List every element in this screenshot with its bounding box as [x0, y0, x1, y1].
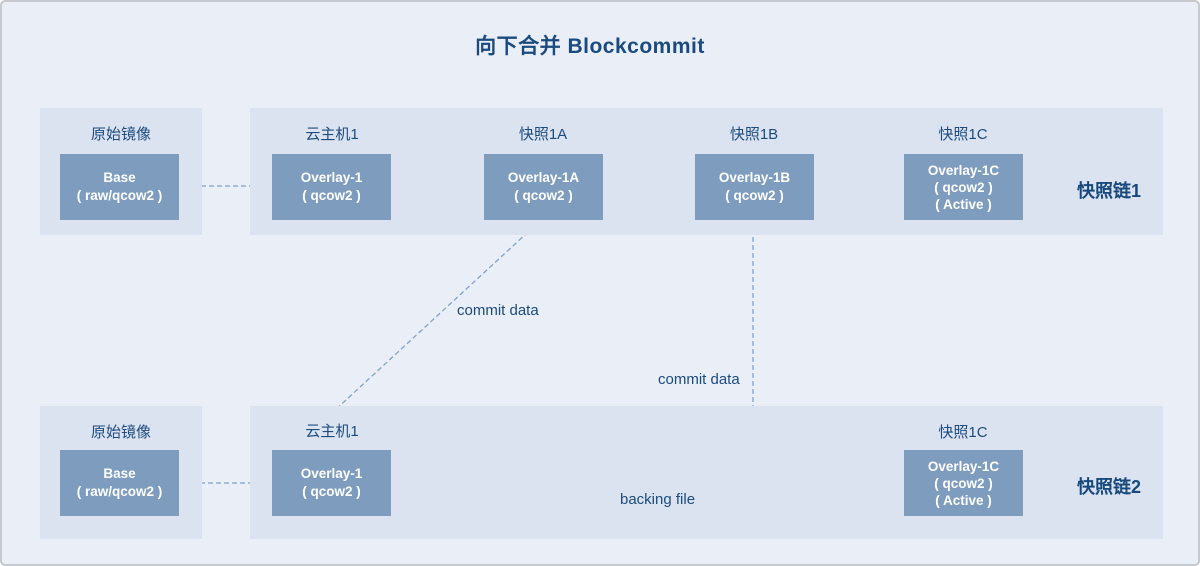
commit-data-label-b: commit data	[658, 371, 740, 388]
box-line: ( qcow2 )	[934, 179, 993, 195]
diagram-title: 向下合并 Blockcommit	[475, 35, 705, 58]
chain2-panel: 云主机1 Overlay-1 ( qcow2 ) 快照1C Overlay-1C…	[250, 406, 1163, 539]
chain2-node-1C-label: 快照1C	[938, 424, 988, 441]
chain1-node-1B-label: 快照1B	[729, 126, 779, 143]
box-line: ( qcow2 )	[934, 475, 993, 491]
box-line: Overlay-1	[300, 170, 363, 185]
chain2-base-box: Base ( raw/qcow2 )	[60, 450, 179, 516]
box-line: Base	[103, 170, 136, 185]
chain1-overlay1-box: Overlay-1 ( qcow2 )	[272, 154, 391, 220]
box-line: ( qcow2 )	[725, 188, 784, 203]
box-line: Overlay-1B	[718, 170, 791, 185]
chain1-panel: 云主机1 Overlay-1 ( qcow2 ) 快照1A Overlay-1A…	[250, 108, 1163, 235]
box-line: ( qcow2 )	[302, 188, 361, 203]
backing-file-label: backing file	[620, 491, 696, 508]
chain1-origin-panel: 原始镜像 Base ( raw/qcow2 )	[40, 108, 202, 235]
chain2-overlay1-box: Overlay-1 ( qcow2 )	[272, 450, 391, 516]
chain2-origin-panel: 原始镜像 Base ( raw/qcow2 )	[40, 406, 202, 539]
chain2-origin-label: 原始镜像	[90, 424, 151, 441]
chain1-overlay1C-box: Overlay-1C ( qcow2 ) ( Active )	[904, 154, 1023, 220]
chain2-node-host-label: 云主机1	[305, 423, 359, 440]
box-line: Overlay-1C	[927, 162, 1000, 178]
box-line: Overlay-1C	[927, 458, 1000, 474]
chain1-base-box: Base ( raw/qcow2 )	[60, 154, 179, 220]
chain1-node-1A-label: 快照1A	[518, 126, 568, 143]
chain1-node-1C-label: 快照1C	[938, 126, 988, 143]
chain1-name: 快照链1	[1076, 181, 1141, 201]
box-line: ( qcow2 )	[514, 188, 573, 203]
commit-data-label-a: commit data	[457, 302, 539, 319]
box-line: ( raw/qcow2 )	[76, 484, 163, 499]
chain2-name: 快照链2	[1076, 477, 1141, 497]
box-line: Overlay-1	[300, 466, 363, 481]
chain2-overlay1C-box: Overlay-1C ( qcow2 ) ( Active )	[904, 450, 1023, 516]
box-line: Overlay-1A	[507, 170, 580, 185]
box-line: ( raw/qcow2 )	[76, 188, 163, 203]
chain1-origin-label: 原始镜像	[90, 126, 151, 143]
box-line: ( Active )	[935, 492, 992, 508]
chain1-overlay1B-box: Overlay-1B ( qcow2 )	[695, 154, 814, 220]
chain1-overlay1A-box: Overlay-1A ( qcow2 )	[484, 154, 603, 220]
box-line: ( qcow2 )	[302, 484, 361, 499]
box-line: Base	[103, 466, 136, 481]
box-line: ( Active )	[935, 196, 992, 212]
chain1-node-host-label: 云主机1	[305, 126, 359, 143]
